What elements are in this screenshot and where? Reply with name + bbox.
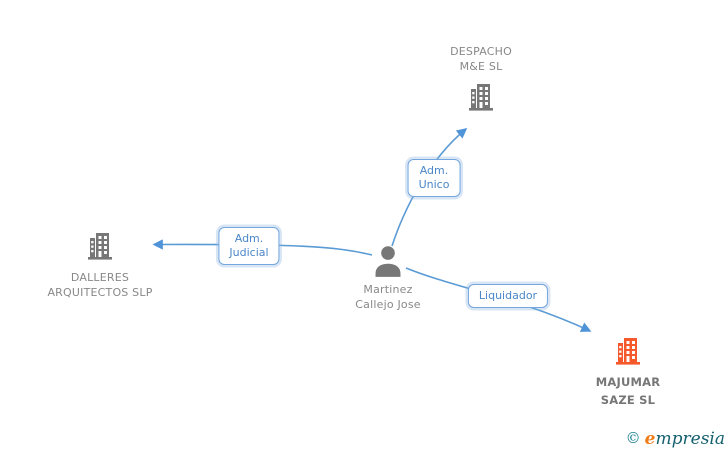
- empresia-logo[interactable]: ©empresia: [626, 428, 725, 449]
- company-node-majumar[interactable]: MAJUMAR SAZE SL: [543, 336, 713, 409]
- copyright-icon: ©: [625, 429, 641, 447]
- edge-label-liquidador[interactable]: Liquidador: [467, 284, 549, 308]
- edge-adm-judicial-line: [152, 239, 373, 256]
- person-icon: [371, 244, 405, 278]
- building-icon: [466, 82, 496, 112]
- company-node-despacho[interactable]: DESPACHO M&E SL: [396, 44, 566, 112]
- company-name: DESPACHO M&E SL: [450, 45, 512, 73]
- person-node-martinez[interactable]: Martinez Callejo Jose: [303, 244, 473, 312]
- building-icon: [85, 231, 115, 261]
- building-icon: [613, 336, 643, 366]
- company-name: DALLERES ARQUITECTOS SLP: [47, 271, 153, 299]
- person-name: Martinez Callejo Jose: [355, 283, 421, 311]
- edge-label-adm-unico[interactable]: Adm. Unico: [407, 159, 461, 197]
- edge-label-adm-judicial[interactable]: Adm. Judicial: [218, 227, 280, 265]
- company-name: MAJUMAR SAZE SL: [595, 375, 661, 407]
- brand-name: mpresia: [655, 429, 726, 449]
- company-node-dalleres[interactable]: DALLERES ARQUITECTOS SLP: [15, 231, 185, 300]
- brand-initial: e: [644, 429, 656, 449]
